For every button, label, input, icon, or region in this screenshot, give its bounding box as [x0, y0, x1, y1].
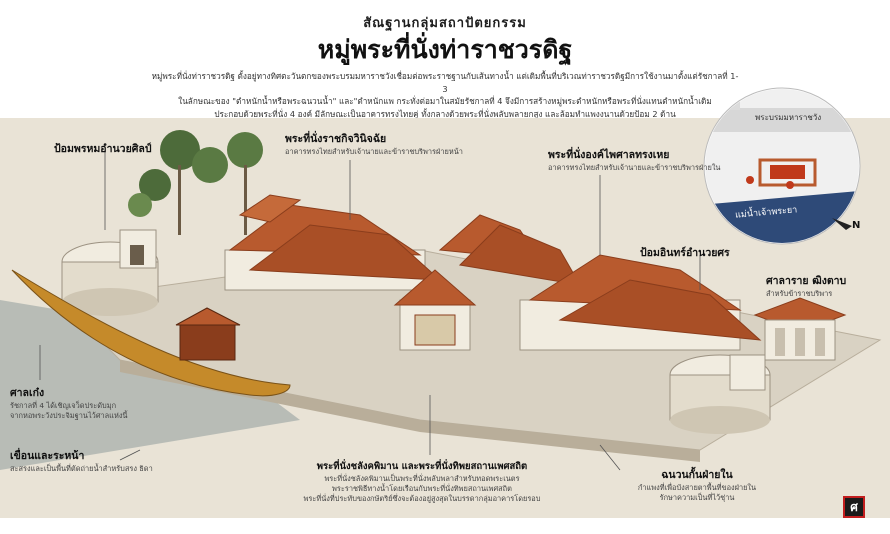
callout-barge: ศาลเก๋ง รัชกาลที่ 4 ได้เชิญเจว็ดประดับมุ…	[10, 384, 127, 421]
callout-desc: สำหรับข้าราชบริพาร	[766, 289, 833, 298]
intro-line: ในลักษณะของ "ตำหนักน้ำหรือพระฉนวนน้ำ" แล…	[178, 96, 712, 106]
callout-desc: รัชกาลที่ 4 ได้เชิญเจว็ดประดับมุก	[10, 401, 117, 410]
callout-raja-kit: พระที่นั่งราชกิจวินิจฉัย อาคารทรงไทยสำหร…	[285, 130, 463, 157]
trees	[128, 130, 263, 235]
callout-desc: สะสรงและเป็นพื้นที่ตัดถ่ายน้ำสำหรับสรง ธ…	[10, 464, 153, 473]
callout-desc: พระที่นั่งที่ประทับของกษัตริย์ซึ่งจะต้อง…	[303, 494, 541, 503]
river-water	[0, 300, 300, 470]
leader-lines	[39, 150, 701, 471]
north-arrow-icon	[832, 218, 852, 230]
callout-title: ป้อมพรหมอำนวยศิลป์	[54, 143, 152, 155]
callout-desc: กำแพงที่เพื่อบังสายตาพื้นที่ของฝ่ายใน	[637, 483, 757, 492]
left-fort	[61, 229, 159, 316]
callout-desc: อาคารทรงไทยสำหรับเจ้านายและข้าราชบริพารฝ…	[285, 147, 463, 156]
callout-title: ศาลเก๋ง	[10, 387, 45, 399]
callout-fort-left: ป้อมพรหมอำนวยศิลป์	[54, 140, 152, 157]
callout-pier: เขื่อนและระหน้า สะสรงและเป็นพื้นที่ตัดถ่…	[10, 447, 153, 474]
central-pavilion	[393, 214, 581, 351]
page-title: หมู่พระที่นั่งท่าราชวรดิฐ	[317, 35, 573, 64]
callout-title: พระที่นั่งราชกิจวินิจฉัย	[285, 133, 387, 145]
intro-line: หมู่พระที่นั่งท่าราชวรดิฐ ตั้งอยู่ทางทิศ…	[151, 71, 739, 94]
map-north-label: N	[852, 220, 861, 231]
callout-desc: พระที่นั่งชลังคพิมานเป็นพระที่นั่งพลับพล…	[324, 474, 520, 483]
callout-nai: พระที่นั่งองค์ไพศาลทรงเหย อาคารทรงไทยสำห…	[548, 146, 720, 173]
callout-desc: รักษาความเป็นที่ไว้ชุ่าน	[659, 493, 735, 502]
callout-desc: อาคารทรงไทยสำหรับเจ้านายและข้าราชบริพารฝ…	[548, 163, 721, 172]
callout-title: ป้อมอินทร์อำนวยศร	[640, 247, 730, 259]
royal-barge	[11, 269, 291, 397]
sala-building	[753, 297, 847, 361]
platform-edge	[120, 360, 700, 462]
callout-title: ศาลาราย ฒิงตาบ	[766, 275, 847, 287]
callout-desc: พระราชพิธีทางน้ำโดยเรือนกับพระที่นั่งทิพ…	[332, 484, 512, 493]
callout-title: เขื่อนและระหน้า	[10, 450, 85, 462]
callout-sala: ศาลาราย ฒิงตาบ สำหรับข้าราชบริพาร	[766, 272, 846, 299]
callout-fort-right: ป้อมอินทร์อำนวยศร	[640, 244, 730, 261]
callout-wall: ฉนวนกั้นฝ่ายใน กำแพงที่เพื่อบังสายตาพื้น…	[612, 466, 782, 503]
nai-building	[519, 254, 762, 351]
header: สัณฐานกลุ่มสถาปัตยกรรม หมู่พระที่นั่งท่า…	[0, 0, 890, 120]
raja-kit-building	[224, 194, 442, 291]
intro-text: หมู่พระที่นั่งท่าราชวรดิฐ ตั้งอยู่ทางทิศ…	[150, 70, 740, 120]
callout-title: ฉนวนกั้นฝ่ายใน	[661, 469, 733, 481]
callout-pavilion: พระที่นั่งชลังคพิมาน และพระที่นั่งทิพยสถ…	[292, 459, 552, 504]
callout-title: พระที่นั่งชลังคพิมาน และพระที่นั่งทิพยสถ…	[316, 461, 528, 472]
callout-desc: จากหอพระวังประจิมฐานไว้ศาลแห่งนี้	[10, 411, 128, 420]
map-road-label: พระบรมมหาราชวัง	[755, 113, 822, 122]
intro-line: ประกอบด้วยพระที่นั่ง 4 องค์ มีลักษณะเป็น…	[214, 108, 676, 119]
publisher-logo: ศ	[843, 496, 865, 518]
page-subtitle: สัณฐานกลุ่มสถาปัตยกรรม	[363, 16, 527, 31]
right-fort	[669, 354, 771, 434]
callout-title: พระที่นั่งองค์ไพศาลทรงเหย	[548, 149, 670, 161]
